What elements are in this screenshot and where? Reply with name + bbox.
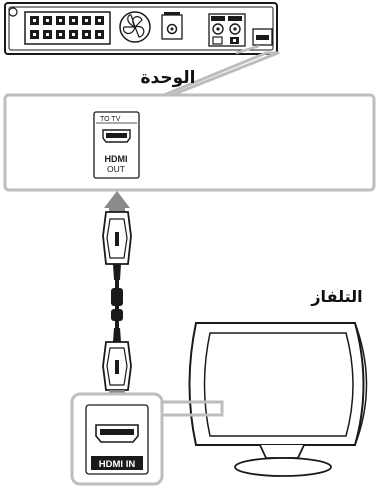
main-unit xyxy=(4,2,278,55)
tv-port-callout: HDMI IN xyxy=(70,392,224,486)
hdmi-in-socket xyxy=(95,424,139,443)
hdmi-out-label-out: OUT xyxy=(107,164,125,174)
hdmi-out-label-hdmi: HDMI xyxy=(105,154,128,164)
unit-label: الوحدة xyxy=(141,68,196,88)
speaker-terminals xyxy=(24,11,111,45)
to-tv-label: TO TV xyxy=(100,116,121,123)
unit-hdmi-port xyxy=(252,28,273,46)
hdmi-in-label: HDMI IN xyxy=(99,459,136,470)
television xyxy=(188,322,368,477)
unit-port-callout: TO TV HDMI OUT xyxy=(3,51,376,192)
io-ports xyxy=(208,13,246,47)
fan-icon xyxy=(119,11,151,43)
hdmi-out-socket xyxy=(102,129,131,143)
tv-label: التلفاز xyxy=(310,287,362,306)
arrow-up-icon xyxy=(104,191,130,212)
hdmi-cable xyxy=(102,211,132,391)
antenna-jack xyxy=(161,12,183,40)
